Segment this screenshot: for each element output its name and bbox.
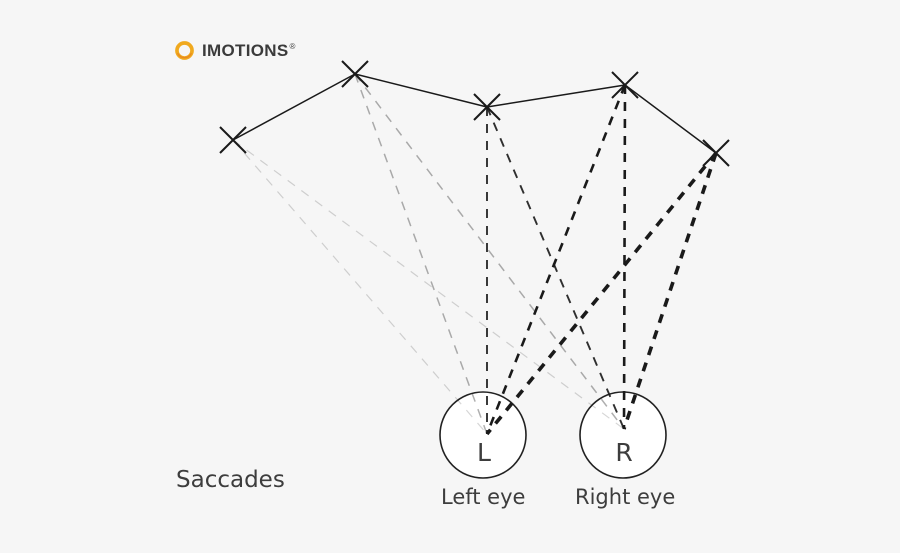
fixation-marker-4-stroke-b xyxy=(611,71,639,99)
gaze-ray-2-to-right-eye xyxy=(354,73,625,430)
scanpath-segment-2 xyxy=(354,73,488,108)
fixation-marker-3-stroke-b xyxy=(473,93,501,121)
left-eye-circle xyxy=(439,391,527,479)
gaze-ray-4-to-right-eye xyxy=(622,84,627,430)
eyes-layer xyxy=(439,391,667,479)
scanpath-segment-4 xyxy=(624,84,717,154)
fixation-marker-5-stroke-b xyxy=(702,139,730,167)
fixation-markers-layer xyxy=(219,60,730,167)
left-eye-label: Left eye xyxy=(441,485,526,509)
scanpath-segment-3 xyxy=(486,84,626,108)
imotions-wordmark-wrap: IMOTIONS ® xyxy=(202,42,295,59)
saccades-label: Saccades xyxy=(176,467,285,493)
fixation-marker-2-stroke-b xyxy=(341,60,369,88)
left-eye-letter: L xyxy=(477,438,491,467)
imotions-wordmark: IMOTIONS xyxy=(202,40,289,60)
gaze-ray-2-to-left-eye xyxy=(354,73,488,435)
fixation-marker-1 xyxy=(219,126,247,154)
gaze-ray-4-to-left-eye xyxy=(485,84,627,435)
gaze-rays-inner-layer xyxy=(440,392,666,436)
right-eye-letter: R xyxy=(615,438,632,467)
fixation-marker-3 xyxy=(473,93,501,121)
right-eye-label: Right eye xyxy=(575,485,676,509)
gaze-ray-1-to-left-eye xyxy=(232,139,488,435)
fixation-marker-4 xyxy=(611,71,639,99)
gaze-ray-1-to-right-eye xyxy=(232,139,625,430)
fixation-marker-1-stroke-b xyxy=(219,126,247,154)
fixation-marker-2 xyxy=(341,60,369,88)
imotions-ring-icon xyxy=(175,40,194,60)
gaze-ray-5-to-right-eye xyxy=(622,152,718,430)
gaze-ray-inner-5-to-right-eye xyxy=(622,392,666,430)
gaze-ray-3-to-right-eye xyxy=(486,106,625,430)
fixation-marker-5 xyxy=(702,139,730,167)
scanpath-segment-1 xyxy=(232,73,356,141)
scanpath-layer xyxy=(232,73,717,154)
trademark-symbol: ® xyxy=(289,41,296,51)
eye-letters-layer: L R xyxy=(477,438,633,467)
imotions-logo: IMOTIONS ® xyxy=(174,38,295,62)
gaze-rays-layer xyxy=(232,73,718,436)
